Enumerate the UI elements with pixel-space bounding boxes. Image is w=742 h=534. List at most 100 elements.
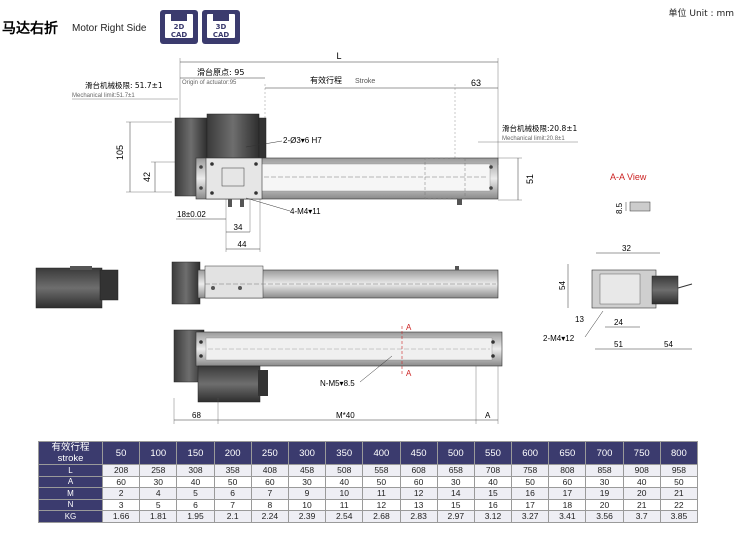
table-cell: 60 [399, 475, 438, 488]
floppy-disk-icon [207, 14, 235, 38]
table-cell: 12 [362, 498, 401, 511]
dim-54-side: 54 [558, 281, 567, 290]
row-label: A [38, 475, 103, 488]
table-cell: 60 [548, 475, 587, 488]
row-label: M [38, 487, 103, 500]
table-cell: 19 [585, 487, 624, 500]
label-hole-3: 2-M4▾12 [543, 334, 575, 343]
dim-mech-limit-left-en: Mechanical limit:51.7±1 [72, 93, 135, 99]
table-cell: 10 [325, 487, 364, 500]
table-cell: 30 [287, 475, 327, 488]
2d-cad-download-button[interactable]: 2D CAD [160, 10, 198, 44]
bottom-view: A A N-M5▾8.5 68 M*40 A [173, 323, 503, 424]
table-cell: 15 [436, 498, 475, 511]
unit-label: 单位 Unit : mm [668, 9, 734, 19]
table-cell: 2 [101, 487, 141, 500]
table-cell: 6 [176, 498, 215, 511]
spec-header-cn: 有效行程 [51, 442, 90, 453]
table-cell: 258 [139, 464, 178, 477]
dim-32: 32 [622, 244, 631, 253]
dim-mech-limit-right: 滑台机械极限:20.8±1 [502, 123, 578, 133]
table-cell: 14 [436, 487, 475, 500]
aa-section: A-A View 8.5 [610, 172, 651, 214]
table-cell: 12 [399, 487, 438, 500]
table-cell: 558 [362, 464, 401, 477]
table-cell: 2.39 [287, 510, 327, 523]
dim-stroke-en: Stroke [355, 78, 375, 85]
stroke-header-200: 200 [213, 441, 252, 465]
table-cell: 11 [325, 498, 364, 511]
table-cell: 21 [659, 487, 699, 500]
dim-mech-limit-right-en: Mechanical limit:20.8±1 [502, 136, 565, 142]
table-cell: 6 [213, 487, 252, 500]
dim-13: 13 [575, 315, 584, 324]
row-label: N [38, 498, 103, 511]
stroke-header-150: 150 [176, 441, 215, 465]
stroke-header-50: 50 [101, 441, 141, 465]
dim-51-right: 51 [525, 174, 535, 184]
stroke-header-800: 800 [659, 441, 699, 465]
table-cell: 758 [511, 464, 550, 477]
table-cell: 16 [511, 487, 550, 500]
slider-block [205, 157, 263, 200]
table-cell: 7 [250, 487, 289, 500]
table-cell: 11 [362, 487, 401, 500]
right-end-view: 32 54 13 24 2-M4▾12 51 54 [543, 244, 693, 350]
dim-a: A [485, 411, 491, 420]
stroke-header-350: 350 [325, 441, 364, 465]
spec-header-label: 有效行程 stroke [38, 441, 103, 465]
table-cell: 40 [622, 475, 661, 488]
dim-slider-origin-en: Origin of actuator:95 [182, 80, 237, 86]
table-cell: 15 [473, 487, 513, 500]
label-holes-n: N-M5▾8.5 [320, 379, 355, 388]
left-end-view [35, 266, 119, 309]
section-a-top: A [406, 323, 412, 332]
page-subtitle: Motor Right Side [72, 23, 147, 34]
table-cell: 2.54 [325, 510, 364, 523]
dim-24: 24 [614, 318, 623, 327]
dim-63: 63 [471, 78, 481, 88]
dim-stroke: 有效行程 [310, 75, 342, 85]
table-cell: 2.68 [362, 510, 401, 523]
table-cell: 5 [176, 487, 215, 500]
stroke-header-400: 400 [362, 441, 401, 465]
stroke-header-450: 450 [399, 441, 438, 465]
dim-51-bottom: 51 [614, 340, 623, 349]
cad-button-line2: CAD [170, 31, 188, 39]
motor-housing [206, 113, 260, 161]
table-cell: 708 [473, 464, 513, 477]
table-cell: 3.12 [473, 510, 513, 523]
motor-end-cap [258, 117, 267, 159]
dim-8-5: 8.5 [615, 202, 624, 214]
table-cell: 40 [176, 475, 215, 488]
section-a-bottom: A [406, 369, 412, 378]
dim-18: 18±0.02 [177, 210, 206, 219]
table-cell: 208 [101, 464, 141, 477]
table-cell: 10 [287, 498, 327, 511]
table-cell: 50 [511, 475, 550, 488]
row-label: L [38, 464, 103, 477]
label-hole-1: 2-Ø3▾6 H7 [283, 136, 322, 145]
dim-44: 44 [238, 240, 247, 249]
dim-105: 105 [115, 145, 125, 160]
3d-cad-download-button[interactable]: 3D CAD [202, 10, 240, 44]
stroke-header-500: 500 [436, 441, 475, 465]
table-cell: 17 [548, 487, 587, 500]
table-cell: 408 [250, 464, 289, 477]
floppy-disk-icon [165, 14, 193, 38]
table-cell: 3.27 [511, 510, 550, 523]
stroke-header-300: 300 [287, 441, 327, 465]
table-cell: 1.66 [101, 510, 141, 523]
table-cell: 8 [250, 498, 289, 511]
table-cell: 50 [213, 475, 252, 488]
table-cell: 40 [473, 475, 513, 488]
table-cell: 9 [287, 487, 327, 500]
dim-m40: M*40 [336, 411, 355, 420]
page-title: 马达右折 [2, 21, 58, 37]
stroke-header-600: 600 [511, 441, 550, 465]
table-cell: 16 [473, 498, 513, 511]
